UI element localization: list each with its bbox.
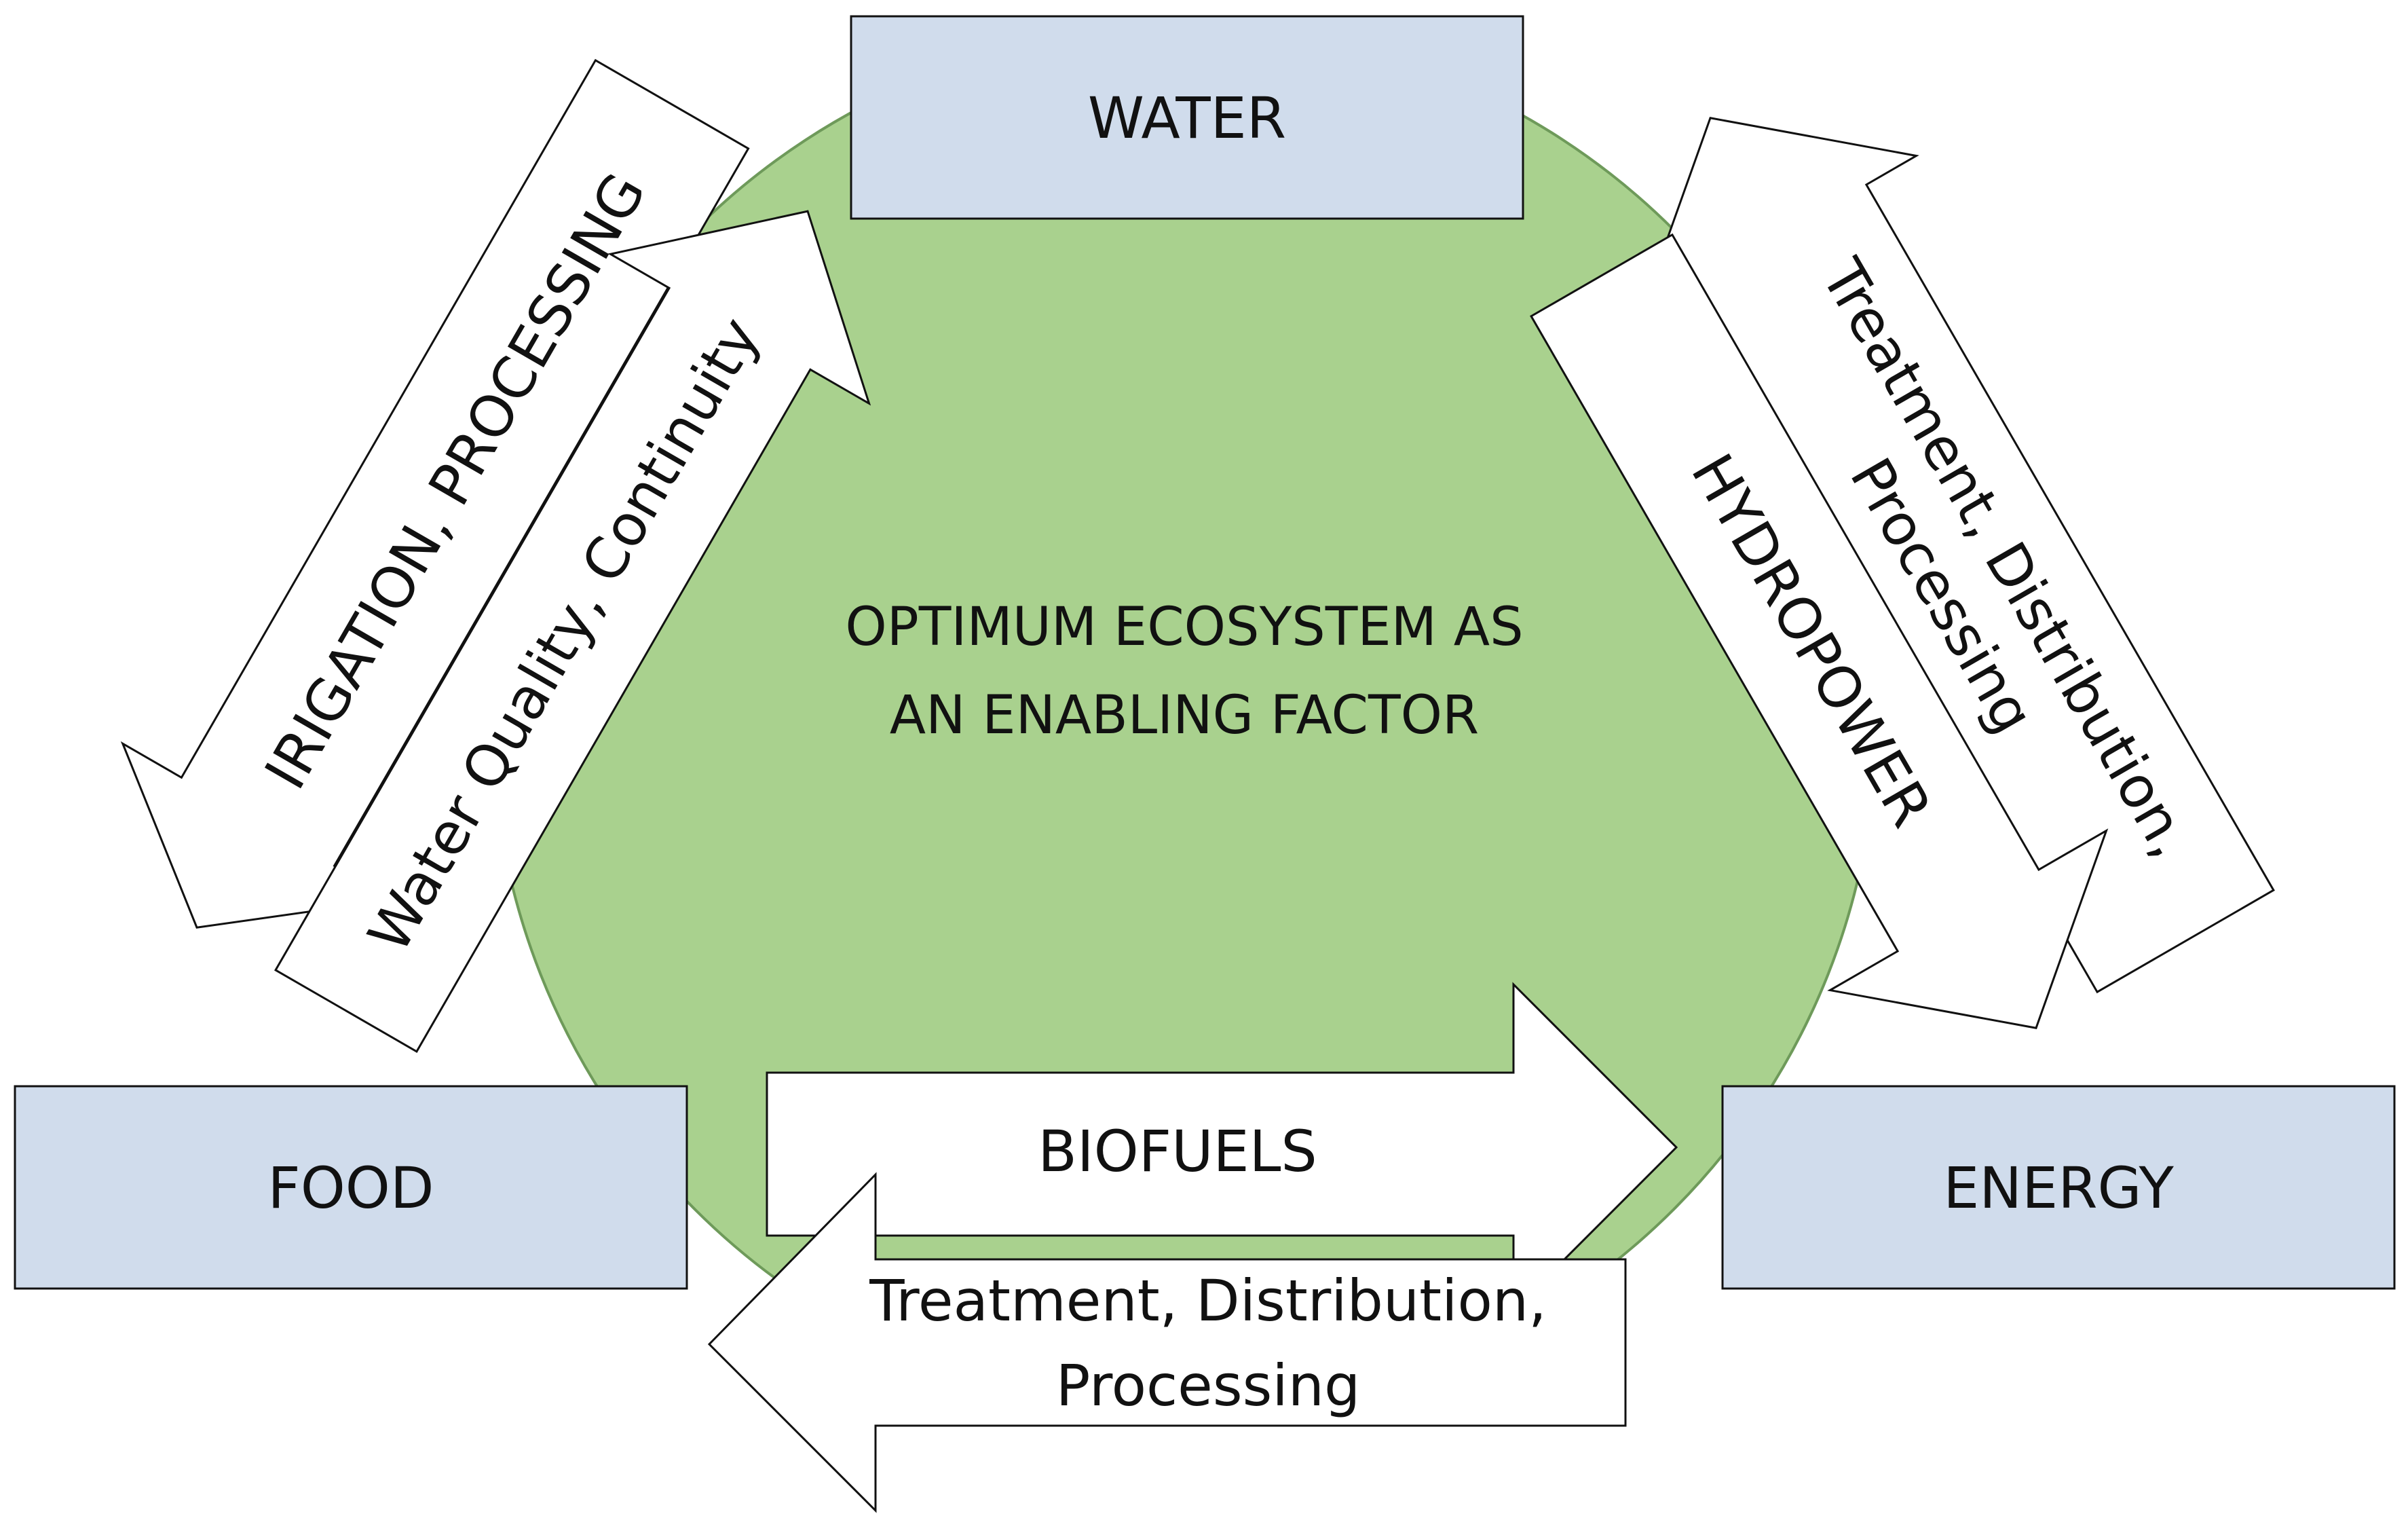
food-box — [14, 1085, 688, 1290]
water-label: WATER — [1088, 85, 1286, 151]
arrow-energy-to-food — [707, 1172, 1627, 1513]
energy-box — [1721, 1085, 2396, 1290]
arrow-food-to-energy-label: BIOFUELS — [1038, 1118, 1317, 1185]
arrow-energy-to-food-label-line-2: Processing — [1056, 1352, 1361, 1419]
center-label-line-1: OPTIMUM ECOSYSTEM AS — [845, 597, 1523, 658]
arrow-energy-to-food-label-line-1: Treatment, Distribution, — [869, 1267, 1547, 1334]
arrow-food-to-energy — [766, 982, 1678, 1313]
water-box — [850, 15, 1524, 220]
energy-label: ENERGY — [1943, 1155, 2174, 1221]
food-label: FOOD — [267, 1155, 434, 1221]
center-label-line-2: AN ENABLING FACTOR — [890, 685, 1479, 746]
